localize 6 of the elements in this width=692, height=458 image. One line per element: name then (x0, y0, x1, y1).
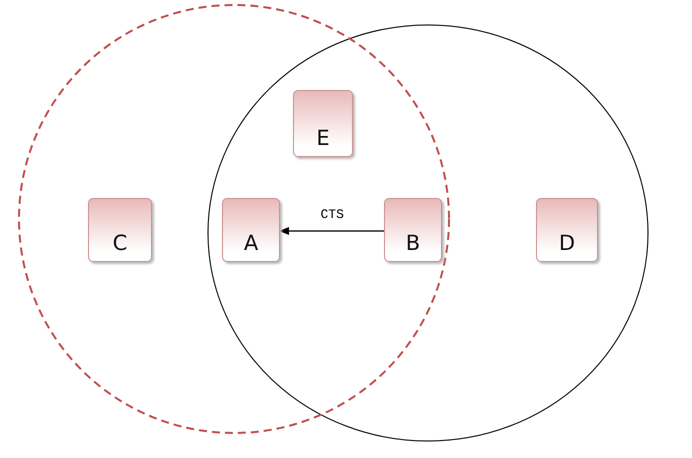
arrow (279, 227, 384, 235)
node-box: D (536, 198, 598, 262)
node-box: A (222, 198, 280, 262)
node-box: C (88, 198, 152, 262)
node-box: E (293, 90, 353, 157)
node-box: B (384, 198, 442, 262)
